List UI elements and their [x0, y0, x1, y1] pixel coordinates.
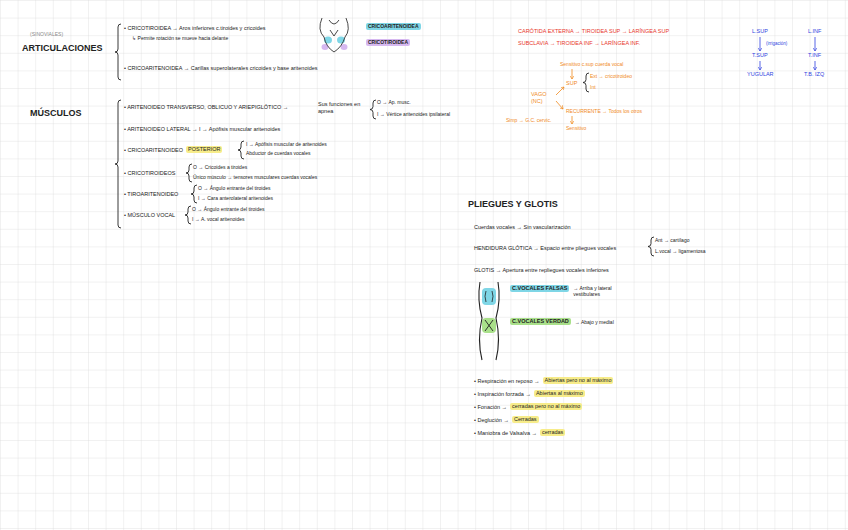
nerve-text: Simp → G.C. cervic.: [506, 117, 551, 123]
tag-text: C.VOCALES FALSAS: [512, 285, 567, 291]
note-text: • CRICOARITENOIDEA → Carillas superolate…: [124, 65, 318, 72]
tag-text: CRICOARITENOIDEA: [368, 23, 419, 29]
branch-text: O → Ángulo entrante del tiroides: [198, 185, 271, 191]
highlight: cerradas pero no al máximo: [510, 403, 582, 410]
list-item: • Maniobra de Valsalva →: [474, 430, 537, 437]
note-text: HENDIDURA GLÓTICA → Espacio entre pliegu…: [474, 245, 616, 252]
bracket: [115, 24, 121, 80]
bracket: [191, 185, 197, 203]
note-text: • TIROARITENOIDEO: [124, 191, 178, 198]
bracket: [648, 237, 654, 256]
note-text: → Abajo y medial: [575, 319, 614, 325]
artery-path: CARÓTIDA EXTERNA → TIROIDEA SUP → LARÍNG…: [518, 28, 669, 35]
vein-text: T.B. IZQ: [804, 71, 824, 78]
branch-text: O → Ap. musc.: [377, 99, 411, 105]
highlight: POSTERIOR: [186, 146, 222, 153]
note-text: • ARITENOIDEO LATERAL → I → Apófisis mus…: [124, 126, 280, 133]
bracket: [583, 73, 589, 92]
note-text: Sus funciones en apnea: [318, 101, 366, 114]
tag-text: Abiertas al máximo: [536, 390, 583, 396]
bracket: [185, 206, 191, 224]
note-text: • ARITENOIDEO TRANSVERSO, OBLICUO Y ARIE…: [124, 104, 288, 111]
larynx-sketch: [320, 18, 348, 52]
vein-text: L.SUP: [752, 28, 768, 35]
note-text: • CRICOTIROIDEOS: [124, 170, 175, 177]
branch-text: I → Cara anterolateral aritenoides: [198, 195, 273, 201]
group-note: (SINOVIALES): [30, 31, 63, 37]
note-text: • CRICOARITENOIDEO: [124, 147, 183, 154]
tag-text: POSTERIOR: [188, 146, 220, 152]
tag-text: C.VOCALES VERDAD: [512, 318, 569, 324]
fold-tag: C.VOCALES VERDAD: [510, 318, 571, 325]
note-text: ↳ Permite rotación se mueve hacia delant…: [132, 35, 228, 41]
artery-path: SUBCLAVIA → TIROIDEA INF → LARÍNGEA INF.: [518, 40, 640, 47]
branch-text: I → Apófisis muscular de aritenoides: [246, 141, 327, 147]
bracket: [186, 164, 192, 182]
branch-text: L.vocal → ligamentosa: [655, 248, 706, 254]
list-item: • Deglución →: [474, 417, 509, 424]
branch-text: I → Vértice aritenoides ipsilateral: [377, 111, 450, 117]
tag-text: cerradas: [542, 429, 563, 435]
bracket: [115, 100, 121, 228]
vein-text: T.SUP: [752, 52, 768, 59]
nerve-text: Ext → cricotiroideo: [590, 73, 632, 79]
highlight: Cerradas: [512, 416, 539, 423]
branch-text: Único músculo → tensores musculares cuer…: [193, 174, 317, 180]
nerve-arrows: [556, 69, 572, 124]
branch-text: I → A. vocal aritenoides: [192, 216, 245, 222]
nerve-text: RECURRENTE → Todos los otros: [566, 108, 642, 114]
section-heading: ARTICULACIONES: [22, 43, 103, 54]
glottis-sketch: [479, 282, 499, 360]
note-text: Cuerdas vocales → Sin vascularización: [474, 224, 571, 231]
fold-tag: C.VOCALES FALSAS: [510, 285, 569, 292]
joint-tag: CRICOARITENOIDEA: [366, 23, 421, 30]
vein-text: (irrigación): [766, 41, 787, 46]
section-heading: MÚSCULOS: [30, 108, 82, 119]
list-item: • Respiración en reposo →: [474, 378, 540, 385]
tag-text: CRICOTIROIDEA: [368, 39, 408, 45]
vein-text: T.INF: [808, 52, 821, 59]
note-text: • MÚSCULO VOCAL: [124, 212, 175, 219]
vein-text: L.INF: [808, 28, 821, 35]
nerve-text: SUP: [566, 80, 577, 87]
bracket: [238, 141, 244, 159]
tag-text: cerradas pero no al máximo: [512, 403, 580, 409]
section-heading: PLIEGUES Y GLOTIS: [468, 199, 558, 210]
note-text: → Arriba y lateral vestibulares: [573, 285, 637, 297]
note-text: GLOTIS → Apertura entre repliegues vocal…: [474, 267, 609, 274]
branch-text: Abductor de cuerdas vocales: [246, 150, 310, 156]
tag-text: Cerradas: [514, 416, 537, 422]
branch-text: O → Cricoides a tiroides: [193, 164, 247, 170]
nerve-text: Sensitivo c.sup cuerda vocal: [560, 61, 623, 67]
nerve-text: Sensitivo: [566, 125, 586, 131]
highlight: Abiertas al máximo: [534, 390, 585, 397]
branch-text: Ant → cartílago: [655, 237, 689, 243]
list-item: • Inspiración forzada →: [474, 391, 531, 398]
vein-text: YUGULAR: [747, 71, 774, 78]
nerve-text: VAGO (NC): [531, 91, 555, 104]
note-text: • CRICOTIROIDEA → Aros inferiores c.tiro…: [124, 25, 266, 32]
tag-text: Abiertas pero no al máximo: [545, 377, 612, 383]
bracket: [370, 100, 376, 119]
highlight: cerradas: [540, 429, 565, 436]
highlight: Abiertas pero no al máximo: [543, 377, 614, 384]
nerve-text: Int: [590, 84, 596, 90]
joint-tag: CRICOTIROIDEA: [366, 39, 410, 46]
vein-arrows: [760, 37, 815, 70]
branch-text: O → Ángulo entrante del tiroides: [192, 206, 265, 212]
list-item: • Fonación →: [474, 404, 507, 411]
